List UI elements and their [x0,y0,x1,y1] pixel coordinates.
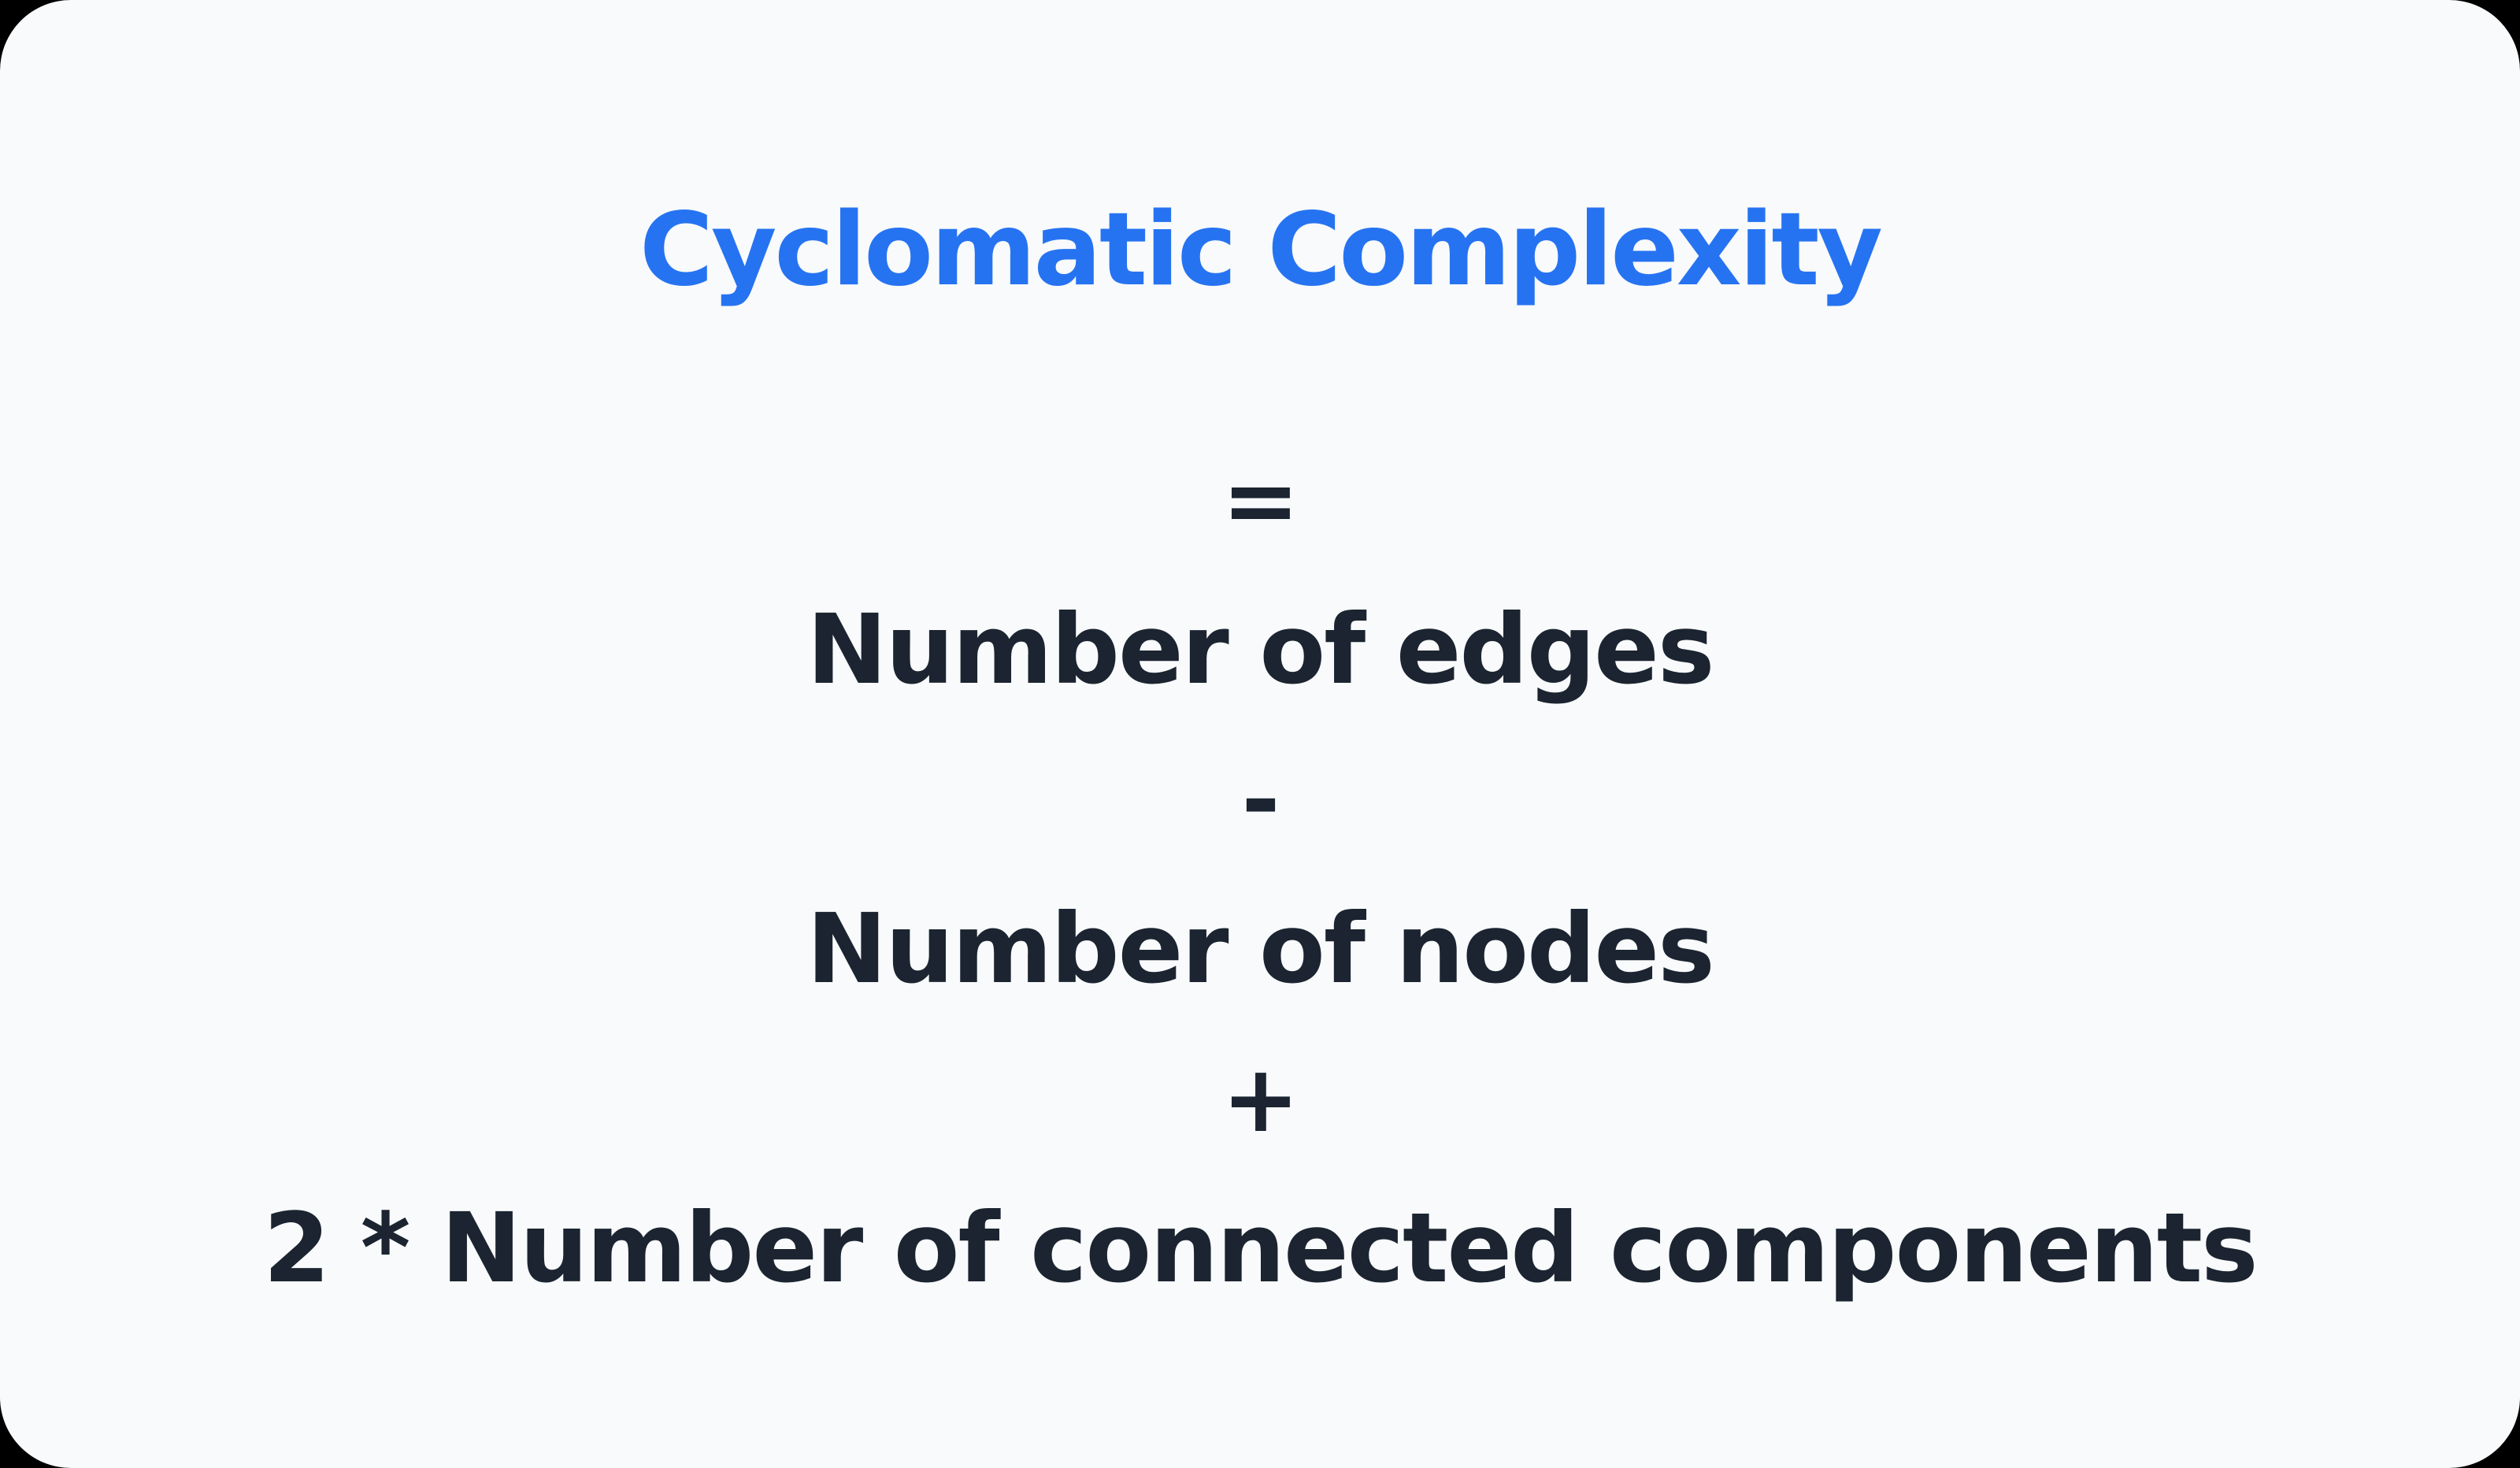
plus-sign: + [1221,1044,1300,1153]
term-number-of-edges: Number of edges [806,594,1715,706]
formula-block: = Number of edges - Number of nodes + 2 … [263,425,2258,1323]
term-connected-components: 2 * Number of connected components [263,1192,2258,1304]
minus-sign: - [1241,745,1280,854]
equals-sign: = [1221,446,1300,554]
page-title: Cyclomatic Complexity [639,191,1883,309]
term-number-of-nodes: Number of nodes [806,893,1715,1005]
